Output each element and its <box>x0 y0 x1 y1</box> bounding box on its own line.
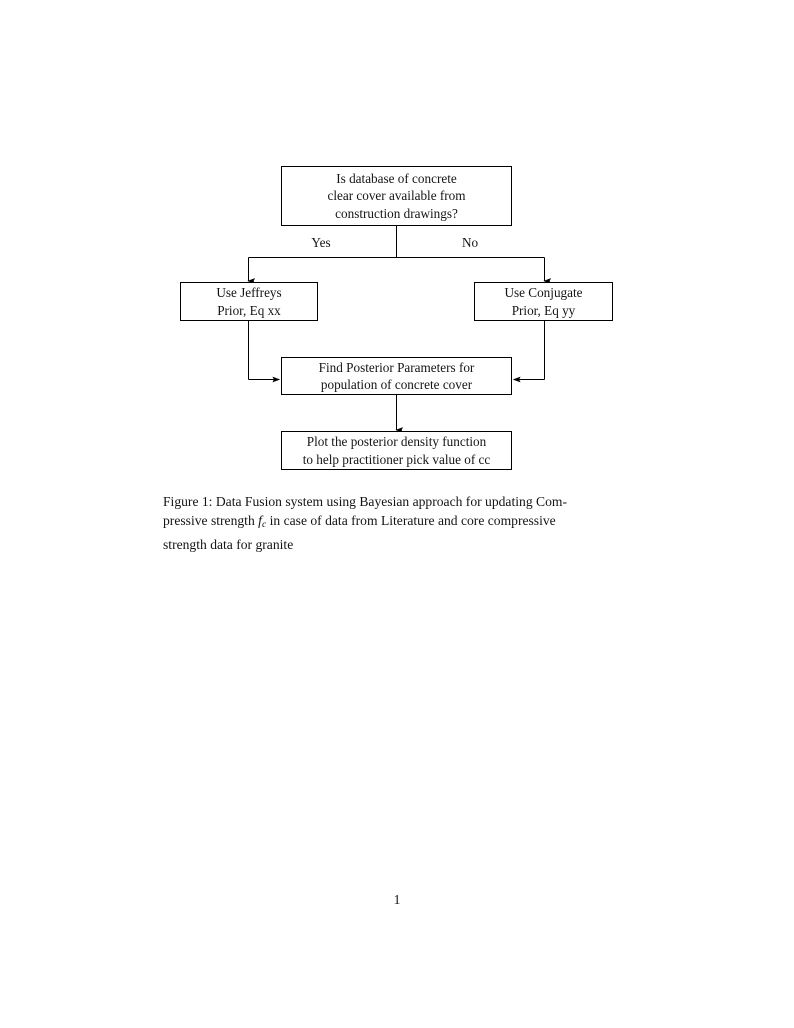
plot-posterior-box-line-2: to help practitioner pick value of cc <box>302 451 491 467</box>
jeffreys-prior-box-line-1: Use Jeffreys <box>216 285 282 300</box>
conjugate-prior-box-line-1: Use Conjugate <box>504 285 583 300</box>
figure-caption: Figure 1: Data Fusion system using Bayes… <box>163 492 631 554</box>
plot-posterior-box-line-1: Plot the posterior density function <box>306 434 487 449</box>
edge-label-yes: Yes <box>311 235 331 250</box>
decision-box: Is database of concrete clear cover avai… <box>281 166 512 226</box>
caption-line-1: Figure 1: Data Fusion system using Bayes… <box>163 494 567 509</box>
caption-line-2-part-a: pressive strength <box>163 513 255 529</box>
figure-flowchart: Is database of concrete clear cover avai… <box>0 0 794 490</box>
caption-math-base: f <box>258 513 262 529</box>
page-number: 1 <box>393 892 401 907</box>
caption-line-3: strength data for granite <box>163 536 294 552</box>
caption-line-2-part-b: in case of data from Literature and core… <box>269 513 556 529</box>
conjugate-prior-box: Use Conjugate Prior, Eq yy <box>474 282 613 321</box>
edge-label-no: No <box>461 235 479 250</box>
conjugate-prior-box-line-2: Prior, Eq yy <box>511 302 576 318</box>
jeffreys-prior-box: Use Jeffreys Prior, Eq xx <box>180 282 318 321</box>
find-posterior-box-line-1: Find Posterior Parameters for <box>318 359 475 375</box>
caption-math-fc: fc <box>258 513 267 531</box>
caption-math-subscript: c <box>261 519 267 531</box>
caption-line-2: pressive strength fc in case of data fro… <box>163 511 631 534</box>
flowchart-connectors <box>247 226 552 433</box>
find-posterior-box: Find Posterior Parameters for population… <box>281 357 512 395</box>
decision-box-line-1: Is database of concrete <box>336 170 457 186</box>
decision-box-line-3: construction drawings? <box>335 205 458 221</box>
find-posterior-box-line-2: population of concrete cover <box>320 377 473 392</box>
decision-box-line-2: clear cover available from <box>327 188 466 204</box>
plot-posterior-box: Plot the posterior density function to h… <box>281 431 512 470</box>
jeffreys-prior-box-line-2: Prior, Eq xx <box>217 302 281 318</box>
